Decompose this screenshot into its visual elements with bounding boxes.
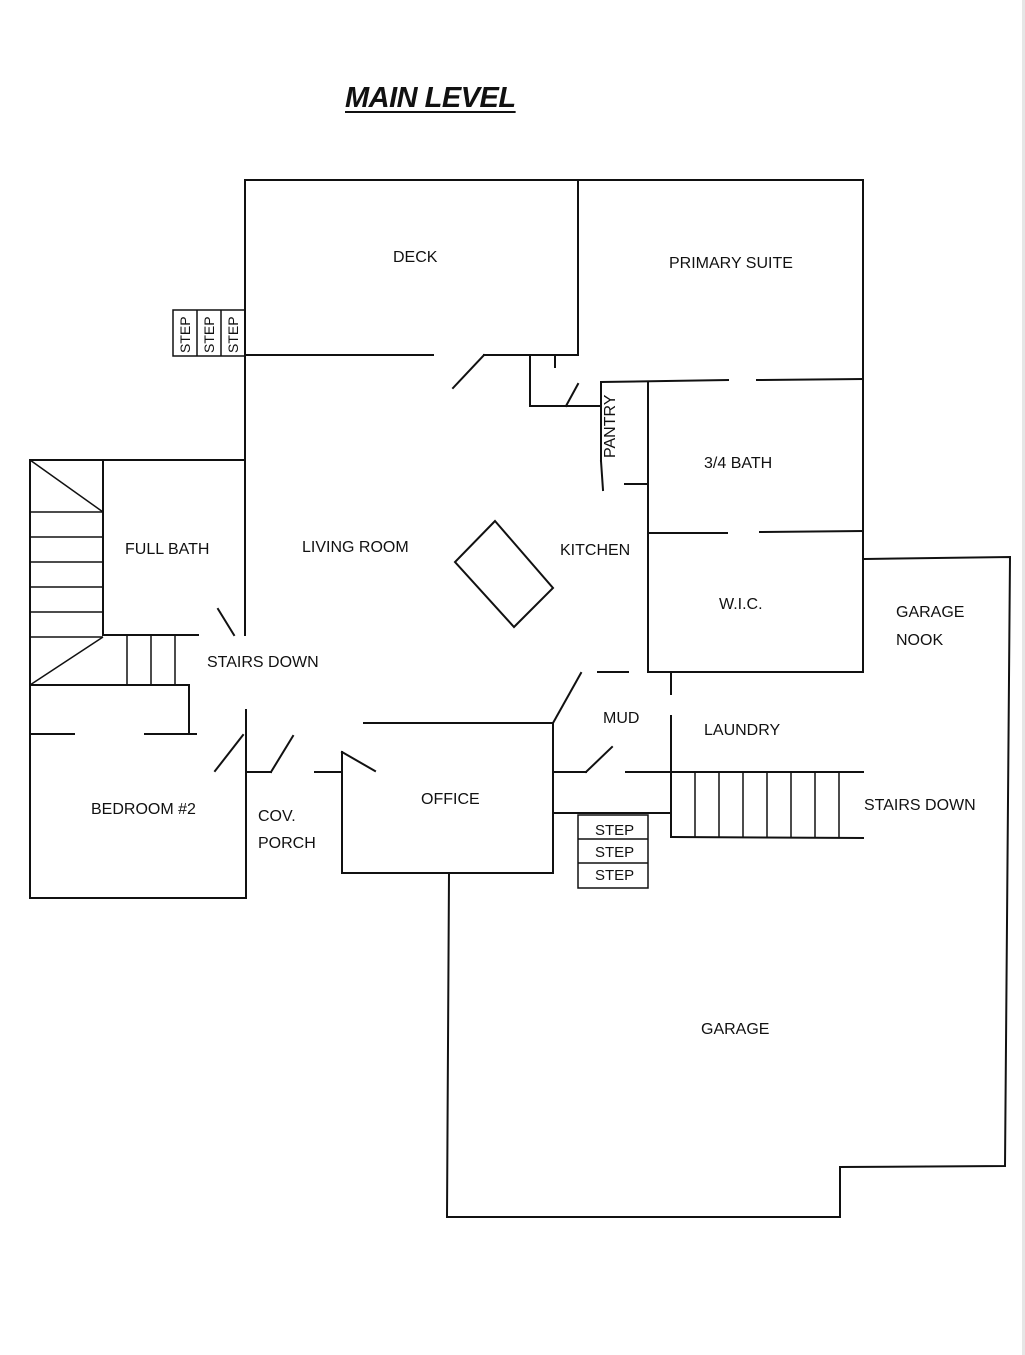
interior-walls: [29, 179, 865, 874]
stairs-down-right-label: STAIRS DOWN: [864, 797, 976, 814]
garage-step-label: STEP: [595, 867, 635, 884]
stairs-down-left-label: STAIRS DOWN: [207, 654, 319, 671]
wic-label: W.I.C.: [719, 596, 763, 613]
deck-step-label: STEP: [177, 316, 193, 353]
full-bath-label: FULL BATH: [125, 541, 210, 558]
garage-nook-label-line2: NOOK: [896, 632, 944, 649]
deck-label: DECK: [393, 249, 438, 266]
deck-step-boxes: [172, 309, 246, 357]
primary-suite-label: PRIMARY SUITE: [669, 255, 793, 272]
garage-step-label: STEP: [595, 822, 635, 839]
garage-step-boxes: [577, 814, 649, 889]
right-stairs: [669, 771, 865, 840]
deck-step-label: STEP: [225, 316, 241, 353]
kitchen-label: KITCHEN: [560, 542, 631, 559]
deck-step-label: STEP: [201, 316, 217, 353]
page-title: MAIN LEVEL: [345, 82, 516, 114]
living-room-label: LIVING ROOM: [302, 539, 409, 556]
garage-nook-label-line1: GARAGE: [896, 604, 965, 621]
three-quarter-bath-label: 3/4 BATH: [704, 455, 773, 472]
scan-edge: [1022, 0, 1025, 1355]
laundry-label: LAUNDRY: [704, 722, 781, 739]
office-label: OFFICE: [421, 791, 480, 808]
cov-porch-label-line2: PORCH: [258, 835, 316, 852]
bedroom-2-label: BEDROOM #2: [91, 801, 196, 818]
pantry-label: PANTRY: [602, 394, 619, 458]
kitchen-island: [453, 519, 555, 629]
mud-label: MUD: [603, 710, 640, 727]
garage-label: GARAGE: [701, 1021, 770, 1038]
left-stairs: [29, 459, 176, 686]
garage-step-label: STEP: [595, 844, 635, 861]
cov-porch-label-line1: COV.: [258, 808, 296, 825]
